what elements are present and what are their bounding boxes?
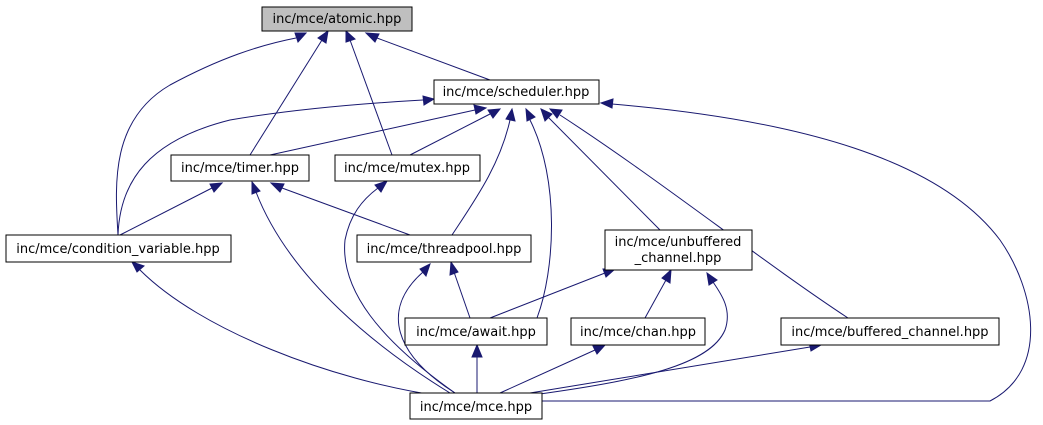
arrowhead-timer-atomic [317, 29, 329, 44]
node-label-unbuffered-line2: _channel.hpp [634, 251, 722, 266]
arrowhead-mce-condvar [131, 261, 145, 273]
arrowhead-threadpool-timer [269, 182, 285, 193]
arrowhead-chan-unbuffered [661, 268, 672, 284]
edge-mce-unbuffered [539, 281, 728, 395]
node-unbuffered[interactable]: inc/mce/unbuffered _channel.hpp [604, 229, 753, 271]
node-atomic[interactable]: inc/mce/atomic.hpp [261, 6, 413, 32]
node-label-condvar: inc/mce/condition_variable.hpp [16, 242, 220, 257]
edge-await-scheduler [529, 119, 552, 319]
node-await[interactable]: inc/mce/await.hpp [404, 317, 548, 346]
arrowhead-mce-threadpool [419, 263, 431, 277]
node-label-scheduler: inc/mce/scheduler.hpp [443, 85, 590, 100]
node-label-mutex: inc/mce/mutex.hpp [344, 161, 470, 176]
node-label-unbuffered: inc/mce/unbuffered [615, 235, 742, 250]
edge-condvar-atomic [115, 37, 297, 236]
node-label-threadpool: inc/mce/threadpool.hpp [367, 242, 522, 257]
arrowhead-mce-await [471, 343, 483, 358]
node-label-chan: inc/mce/chan.hpp [580, 325, 696, 340]
node-chan[interactable]: inc/mce/chan.hpp [570, 317, 706, 346]
node-timer[interactable]: inc/mce/timer.hpp [170, 154, 310, 182]
edge-threadpool-scheduler [451, 119, 511, 236]
arrowhead-condvar-scheduler [422, 95, 436, 106]
arrowhead-timer-scheduler [473, 104, 488, 115]
edge-mce-scheduler [542, 103, 1032, 402]
edge-mutex-scheduler [409, 113, 491, 156]
node-label-atomic: inc/mce/atomic.hpp [273, 12, 402, 27]
node-scheduler[interactable]: inc/mce/scheduler.hpp [433, 79, 600, 105]
arrowhead-mce-chan [592, 344, 607, 355]
arrowhead-unbuffered-scheduler [540, 108, 553, 122]
edge-chan-unbuffered [644, 279, 667, 319]
arrowhead-await-scheduler [525, 107, 536, 122]
arrowhead-scheduler-atomic [364, 32, 380, 43]
edge-unbuffered-scheduler [547, 116, 661, 231]
node-label-await: inc/mce/await.hpp [416, 325, 536, 340]
edge-mce-threadpool [398, 271, 456, 394]
edge-await-unbuffered [489, 272, 606, 319]
arrowhead-await-threadpool [449, 260, 459, 276]
node-label-timer: inc/mce/timer.hpp [181, 161, 299, 176]
edge-mutex-atomic [349, 39, 393, 156]
arrowhead-condvar-atomic [294, 32, 308, 43]
arrowhead-threadpool-scheduler [505, 107, 516, 122]
edge-mce-mutex [344, 187, 456, 394]
node-mce[interactable]: inc/mce/mce.hpp [409, 392, 543, 420]
edge-mce-timer [255, 191, 451, 394]
edge-mce-chan [499, 349, 596, 394]
edge-condvar-scheduler [117, 99, 424, 236]
edge-buffered-scheduler [559, 114, 849, 319]
edge-condvar-timer [119, 187, 213, 236]
arrowhead-mutex-atomic [345, 29, 356, 43]
edge-timer-atomic [249, 39, 323, 156]
arrowhead-mce-timer [251, 180, 261, 195]
edges-layer [115, 29, 1032, 402]
arrowhead-buffered-scheduler [548, 108, 563, 119]
arrowhead-condvar-timer [209, 182, 224, 193]
node-buffered[interactable]: inc/mce/buffered_channel.hpp [780, 317, 1000, 346]
arrowhead-mce-mutex [374, 180, 389, 193]
edge-mce-condvar [139, 269, 441, 397]
node-threadpool[interactable]: inc/mce/threadpool.hpp [356, 234, 532, 263]
node-mutex[interactable]: inc/mce/mutex.hpp [334, 154, 481, 182]
edge-timer-scheduler [269, 109, 476, 156]
arrowhead-mutex-scheduler [487, 108, 502, 119]
node-condvar[interactable]: inc/mce/condition_variable.hpp [5, 234, 232, 263]
edge-threadpool-timer [281, 187, 411, 236]
arrowhead-mce-unbuffered [706, 271, 718, 286]
arrowhead-mce-scheduler [599, 98, 614, 109]
edge-scheduler-atomic [376, 37, 491, 81]
node-label-buffered: inc/mce/buffered_channel.hpp [791, 325, 988, 340]
edge-await-threadpool [453, 271, 471, 319]
node-label-mce: inc/mce/mce.hpp [420, 400, 532, 415]
nodes-layer: inc/mce/atomic.hpp inc/mce/scheduler.hpp… [5, 6, 1000, 420]
edge-mce-buffered [529, 346, 811, 394]
